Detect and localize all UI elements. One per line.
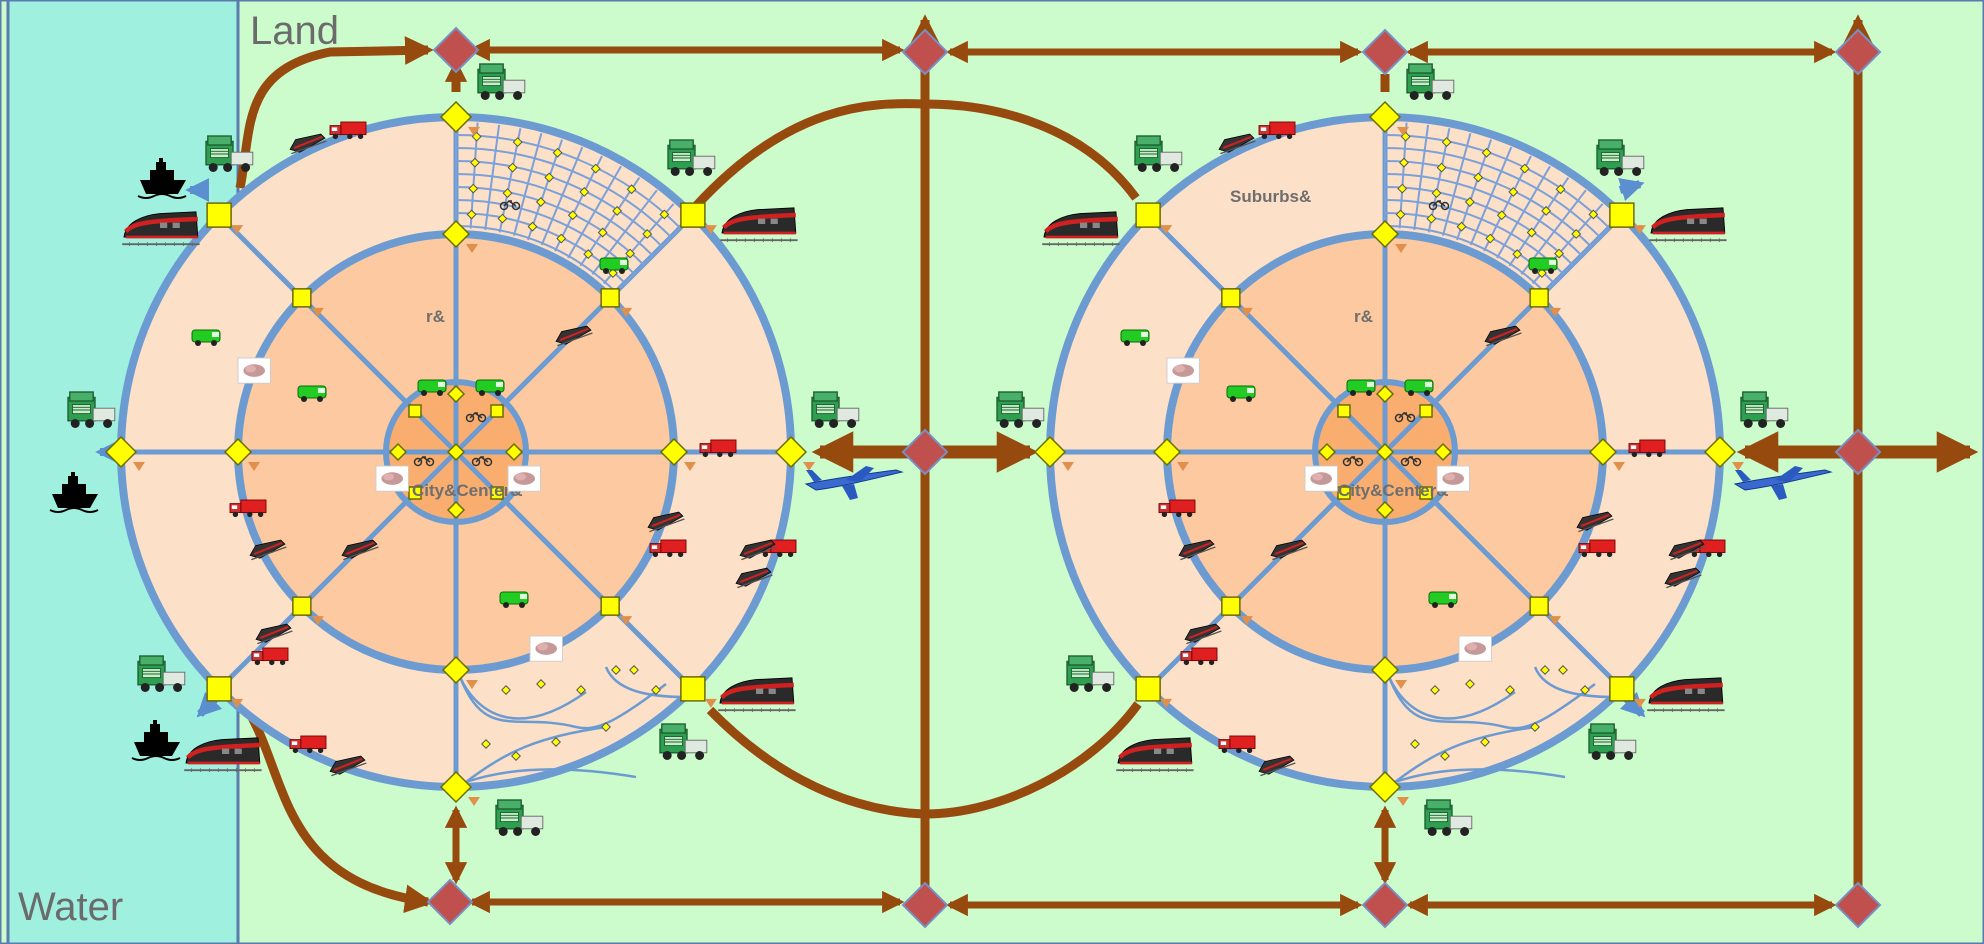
depot-node [1530,597,1548,615]
depot-node [1222,597,1240,615]
photo-thumbnail [1167,358,1199,383]
depot-node [293,597,311,615]
terminal-node [1136,677,1160,701]
terminal-node [1136,203,1160,227]
depot-node [293,289,311,307]
photo-thumbnail [376,466,408,491]
photo-thumbnail [1305,466,1337,491]
terminal-node [1610,203,1634,227]
land-label: Land [250,9,339,53]
terminal-node [207,203,231,227]
photo-thumbnail [508,466,540,491]
zone-label: City&Center& [1338,481,1449,500]
core-node [1420,405,1432,417]
core-node [1338,405,1350,417]
depot-node [1222,289,1240,307]
zone-label: r& [1354,307,1373,326]
photo-thumbnail [530,636,562,661]
depot-node [601,289,619,307]
zone-label: r& [426,307,445,326]
core-node [409,405,421,417]
photo-thumbnail [238,358,270,383]
terminal-node [1610,677,1634,701]
terminal-node [681,203,705,227]
terminal-node [681,677,705,701]
terminal-node [207,677,231,701]
depot-node [601,597,619,615]
water-label: Water [18,885,123,929]
photo-thumbnail [1437,466,1469,491]
zone-label: Suburbs& [1230,187,1311,206]
photo-thumbnail [1459,636,1491,661]
core-node [491,405,503,417]
depot-node [1530,289,1548,307]
zone-label: City&Center& [412,481,523,500]
